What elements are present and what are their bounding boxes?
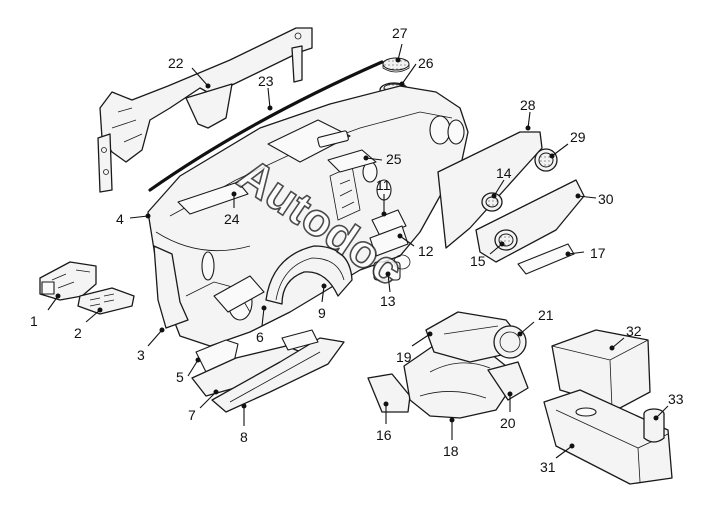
callout-19: 19 — [396, 349, 412, 365]
callout-25: 25 — [386, 151, 402, 167]
callout-5: 5 — [176, 369, 184, 385]
part-32-armrest-lid — [551, 329, 651, 409]
part-17-trim-strip — [517, 243, 575, 275]
callout-1: 1 — [30, 313, 38, 329]
part-28-side-trim — [437, 131, 543, 249]
callout-2: 2 — [74, 325, 82, 341]
callout-27: 27 — [392, 25, 408, 41]
part-27-cap — [382, 57, 410, 73]
part-29-vent — [534, 148, 558, 172]
part-8-knee-panel — [211, 329, 345, 413]
callout-6: 6 — [256, 329, 264, 345]
part-33-cup-holder — [643, 408, 665, 443]
callout-16: 16 — [376, 427, 392, 443]
callout-numbers: 1 2 3 4 5 6 7 8 9 11 12 13 14 15 16 17 1… — [30, 25, 684, 475]
callout-29: 29 — [570, 129, 586, 145]
callout-28: 28 — [520, 97, 536, 113]
part-1-switch-module — [39, 261, 97, 301]
callout-18: 18 — [443, 443, 459, 459]
part-12-panel — [369, 225, 409, 257]
callout-15: 15 — [470, 253, 486, 269]
part-20-console-bracket — [487, 361, 529, 401]
callout-3: 3 — [137, 347, 145, 363]
part-11-cover — [371, 209, 407, 237]
callout-8: 8 — [240, 429, 248, 445]
callout-32: 32 — [626, 323, 642, 339]
part-25-panel — [327, 149, 377, 173]
callout-leaders — [47, 43, 669, 459]
part-13-switch — [373, 254, 411, 281]
callout-9: 9 — [318, 305, 326, 321]
callout-12: 12 — [418, 243, 434, 259]
callout-23: 23 — [258, 73, 274, 89]
callout-30: 30 — [598, 191, 614, 207]
part-16-side-cover — [367, 373, 411, 413]
part-22-crossmember-bracket — [97, 27, 313, 193]
part-23-trim-strip — [148, 60, 384, 192]
callout-20: 20 — [500, 415, 516, 431]
callout-22: 22 — [168, 55, 184, 71]
part-9-cluster-hood — [265, 245, 353, 305]
callout-13: 13 — [380, 293, 396, 309]
part-24-lid — [177, 181, 249, 215]
dashboard-main-body — [147, 85, 469, 347]
callout-7: 7 — [188, 407, 196, 423]
callout-11: 11 — [376, 177, 391, 193]
part-2-switch-panel — [77, 287, 135, 315]
callout-21: 21 — [538, 307, 554, 323]
callout-26: 26 — [418, 55, 434, 71]
callout-24: 24 — [224, 211, 240, 227]
callout-31: 31 — [540, 459, 556, 475]
callout-14: 14 — [496, 165, 512, 181]
part-18-console-lower — [403, 343, 509, 419]
part-6-trim — [213, 275, 265, 313]
part-14-vent — [481, 192, 503, 212]
part-3-side-panel — [153, 245, 189, 329]
callout-17: 17 — [590, 245, 606, 261]
part-21-gear-knob — [493, 325, 527, 359]
callout-4: 4 — [116, 211, 124, 227]
callout-33: 33 — [668, 391, 684, 407]
